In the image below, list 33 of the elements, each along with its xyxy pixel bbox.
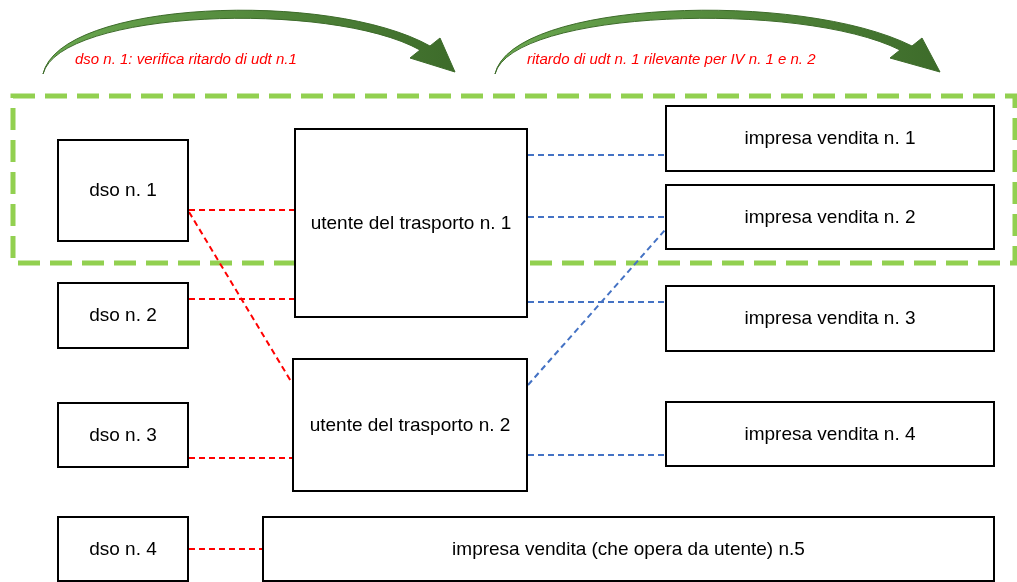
connector-line	[527, 229, 666, 386]
box-label: utente del trasporto n. 1	[310, 211, 512, 235]
box-label: impresa vendita n. 1	[744, 126, 916, 151]
box-label: dso n. 2	[89, 303, 157, 328]
entity-box	[262, 516, 995, 582]
box-label: utente del trasporto n. 2	[309, 412, 511, 437]
entity-box	[665, 105, 995, 172]
connector-line	[188, 457, 293, 459]
connector-line	[527, 454, 666, 456]
connector-line	[188, 209, 295, 211]
box-label: impresa vendita (che opera da utente) n.5	[452, 536, 805, 561]
box-label: impresa vendita n. 4	[744, 421, 916, 446]
entity-box	[665, 401, 995, 467]
arrow-label: ritardo di udt n. 1 rilevante per IV n. 1 e n. 2	[527, 49, 816, 69]
box-label: dso n. 3	[89, 422, 157, 447]
connector-line	[188, 548, 263, 550]
box-label: dso n. 4	[89, 536, 157, 561]
connector-line	[527, 216, 666, 218]
arrow-label: dso n. 1: verifica ritardo di udt n.1	[75, 49, 297, 69]
connector-line	[527, 301, 666, 303]
entity-box	[57, 516, 189, 582]
entity-box	[665, 285, 995, 352]
entity-box	[665, 184, 995, 250]
box-label: impresa vendita n. 3	[744, 306, 916, 331]
entity-box	[292, 358, 528, 492]
entity-box	[57, 282, 189, 349]
entity-box	[57, 402, 189, 468]
box-label: impresa vendita n. 2	[744, 204, 916, 229]
entity-box	[294, 128, 528, 318]
connector-line	[188, 298, 295, 300]
connector-line	[527, 154, 666, 156]
entity-box	[57, 139, 189, 242]
box-label: dso n. 1	[89, 178, 157, 203]
